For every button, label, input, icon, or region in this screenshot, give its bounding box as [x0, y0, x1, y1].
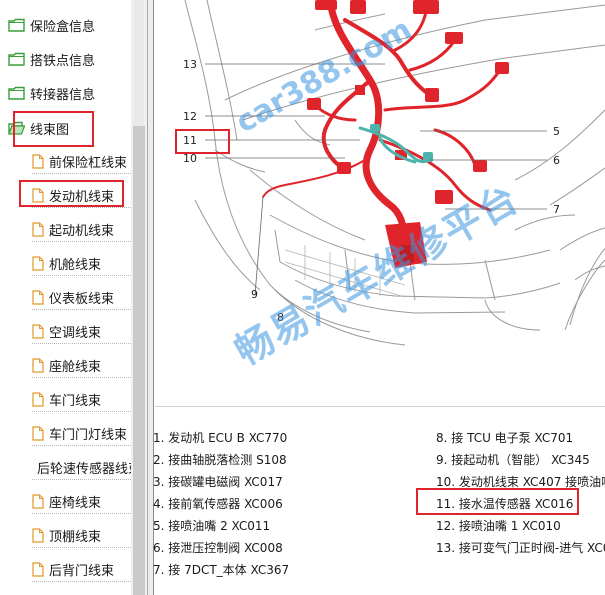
tree-item-seat[interactable]: 座椅线束: [32, 489, 131, 514]
file-icon: [32, 255, 44, 271]
tree-label: 后轮速传感器线束: [37, 461, 131, 477]
file-icon: [32, 561, 44, 577]
folder-icon: [8, 52, 25, 66]
tree-item-headliner[interactable]: 顶棚线束: [32, 523, 131, 548]
file-icon: [32, 527, 44, 543]
callout-8: 8: [277, 311, 284, 324]
tree-label: 车门门灯线束: [49, 427, 128, 443]
tree-item-starter[interactable]: 起动机线束: [32, 217, 131, 242]
tree-label: 机舱线束: [49, 257, 102, 273]
legend-item-3: 3. 接碳罐电磁阀 XC017: [153, 475, 283, 489]
tree-label: 发动机线束: [49, 189, 115, 205]
file-icon: [32, 357, 44, 373]
folder-open-icon: [8, 121, 25, 135]
legend-item-10: 10. 发动机线束 XC407 接喷油嘴: [436, 475, 605, 489]
legend-item-11: 11. 接水温传感器 XC016: [436, 497, 574, 511]
tree-item-tailgate[interactable]: 后背门线束: [32, 557, 131, 582]
callout-13: 13: [183, 58, 197, 71]
tree-item-cabin[interactable]: 座舱线束: [32, 353, 131, 378]
tree-label: 车门线束: [49, 393, 102, 409]
file-icon: [32, 323, 44, 339]
tree-label: 后背门线束: [49, 563, 115, 579]
legend-item-9: 9. 接起动机（智能） XC345: [436, 453, 590, 467]
tree-label: 顶棚线束: [49, 529, 102, 545]
callout-11: 11: [183, 134, 197, 147]
file-icon: [32, 425, 44, 441]
tree-label: 起动机线束: [49, 223, 115, 239]
legend-item-8: 8. 接 TCU 电子泵 XC701: [436, 431, 574, 445]
tree-folder-ground[interactable]: 搭铁点信息: [8, 47, 95, 71]
file-icon: [32, 187, 44, 203]
tree-item-engine-bay[interactable]: 机舱线束: [32, 251, 131, 276]
legend-item-7: 7. 接 7DCT_本体 XC367: [153, 563, 290, 577]
callout-10: 10: [183, 152, 197, 165]
tree-item-door[interactable]: 车门线束: [32, 387, 131, 412]
legend-item-1: 1. 发动机 ECU B XC770: [153, 431, 288, 445]
tree-item-door-lamp[interactable]: 车门门灯线束: [32, 421, 131, 446]
tree-label: 搭铁点信息: [30, 53, 96, 69]
file-icon: [32, 493, 44, 509]
tree-item-front-bumper[interactable]: 前保险杠线束: [32, 149, 131, 174]
folder-icon: [8, 86, 25, 100]
legend-item-2: 2. 接曲轴脱落检测 S108: [153, 453, 287, 467]
callout-12: 12: [183, 110, 197, 123]
tree-item-ac[interactable]: 空调线束: [32, 319, 131, 344]
tree-panel: 保险盒信息 搭铁点信息 转接器信息 线束图 前保险杠线束 发动机线束 起动机线束…: [0, 0, 148, 595]
tree-label: 线束图: [30, 122, 70, 138]
tree-label: 空调线束: [49, 325, 102, 341]
legend-item-13: 13. 接可变气门正时阀-进气 XC0: [436, 541, 605, 555]
folder-icon: [8, 18, 25, 32]
file-icon: [32, 289, 44, 305]
legend-item-6: 6. 接泄压控制阀 XC008: [153, 541, 283, 555]
legend-separator: [155, 406, 605, 407]
file-icon: [32, 153, 44, 169]
scrollbar-thumb[interactable]: [133, 126, 145, 595]
panel-splitter[interactable]: [147, 0, 154, 595]
tree-label: 仪表板线束: [49, 291, 115, 307]
tree-item-engine[interactable]: 发动机线束: [32, 183, 131, 208]
file-icon: [32, 391, 44, 407]
tree-folder-adapter[interactable]: 转接器信息: [8, 81, 95, 105]
tree-label: 座舱线束: [49, 359, 102, 375]
tree-scrollbar[interactable]: [131, 0, 147, 595]
legend-item-12: 12. 接喷油嘴 1 XC010: [436, 519, 561, 533]
legend-item-5: 5. 接喷油嘴 2 XC011: [153, 519, 271, 533]
tree-item-dashboard[interactable]: 仪表板线束: [32, 285, 131, 310]
tree-label: 前保险杠线束: [49, 155, 128, 171]
callout-9: 9: [251, 288, 258, 301]
tree-folder-harness[interactable]: 线束图: [8, 116, 69, 140]
tree-folder-fusebox[interactable]: 保险盒信息: [8, 13, 95, 37]
callout-7: 7: [553, 203, 560, 216]
car-harness-illustration: [184, 0, 605, 346]
file-icon: [32, 221, 44, 237]
tree-item-rear-wheel-sensor[interactable]: 后轮速传感器线束: [32, 455, 131, 480]
legend-item-4: 4. 接前氧传感器 XC006: [153, 497, 283, 511]
callout-6: 6: [553, 154, 560, 167]
tree-label: 座椅线束: [49, 495, 102, 511]
harness-diagram: 13 12 11 10 9 8 5 6 7 car388.com 畅易汽车维修平…: [155, 0, 605, 405]
callout-5: 5: [553, 125, 560, 138]
tree-label: 转接器信息: [30, 87, 96, 103]
tree-label: 保险盒信息: [30, 19, 96, 35]
